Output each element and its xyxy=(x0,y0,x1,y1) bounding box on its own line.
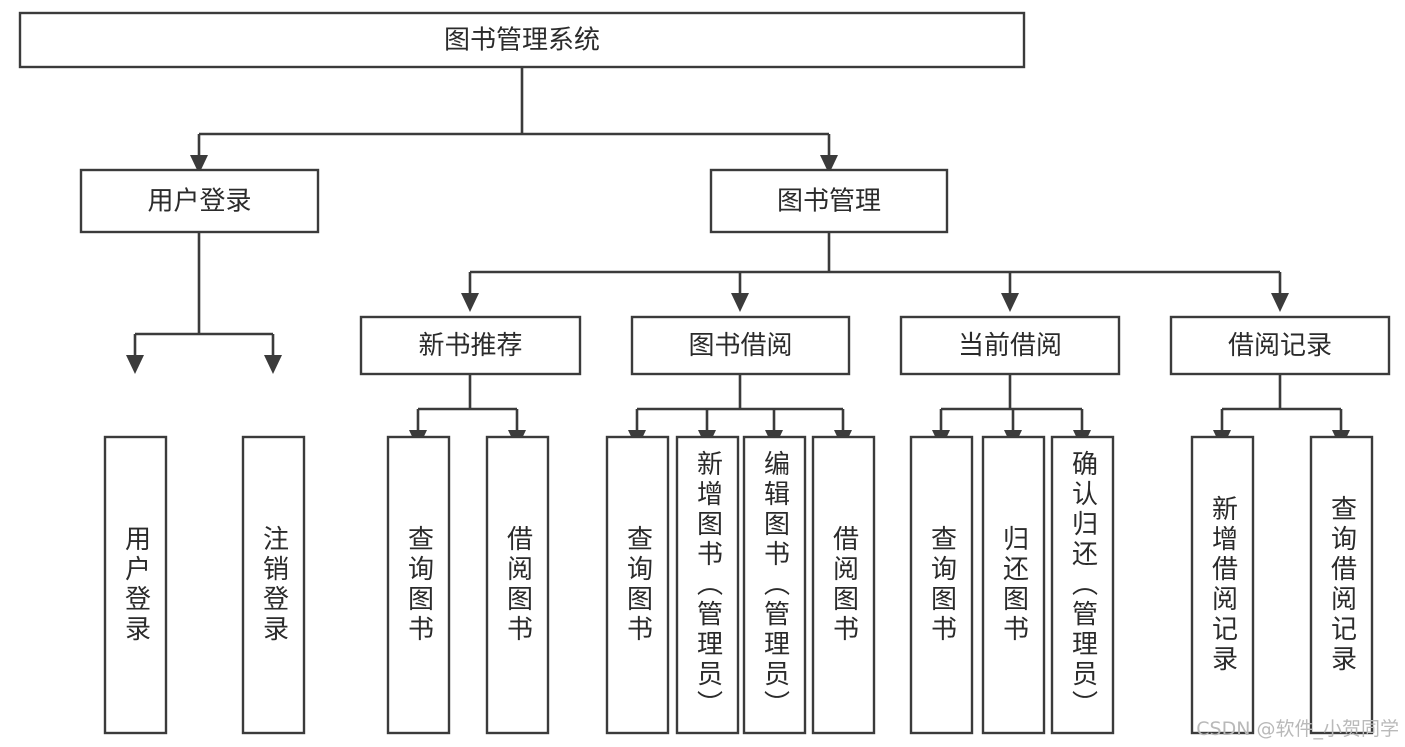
node-label-borrow-record: 借阅记录 xyxy=(1228,331,1332,361)
node-leaf-borrow-book-1[interactable]: 借阅图书 xyxy=(485,435,550,735)
node-label-wrap-leaf-confirm-return-admin: 确认归还（管理员） xyxy=(1067,450,1098,720)
node-box-root[interactable] xyxy=(18,11,1026,69)
node-root[interactable]: 图书管理系统 xyxy=(18,11,1026,69)
connector-layer xyxy=(126,67,1350,449)
node-leaf-borrow-book-2[interactable]: 借阅图书 xyxy=(811,435,876,735)
node-leaf-query-book-2[interactable]: 查询图书 xyxy=(605,435,670,735)
node-label-wrap-leaf-borrow-book-2: 借阅图书 xyxy=(828,525,859,645)
node-leaf-return-book[interactable]: 归还图书 xyxy=(981,435,1046,735)
node-layer: 图书管理系统用户登录图书管理新书推荐图书借阅当前借阅借阅记录用户登录注销登录查询… xyxy=(18,11,1391,735)
node-label-wrap-leaf-query-book-2: 查询图书 xyxy=(622,525,653,645)
node-new-book-recommend[interactable]: 新书推荐 xyxy=(359,315,582,376)
node-box-leaf-user-login[interactable] xyxy=(103,435,168,735)
node-leaf-query-book-1[interactable]: 查询图书 xyxy=(386,435,451,735)
node-label-current-borrow: 当前借阅 xyxy=(958,331,1062,361)
node-label-wrap-leaf-query-book-3: 查询图书 xyxy=(926,525,957,645)
node-leaf-user-login[interactable]: 用户登录 xyxy=(103,435,168,735)
node-label-leaf-return-book: 归还图书 xyxy=(998,525,1029,645)
node-label-wrap-leaf-user-login: 用户登录 xyxy=(120,525,151,645)
node-label-wrap-leaf-user-logout: 注销登录 xyxy=(258,525,289,645)
node-label-wrap-leaf-add-book-admin: 新增图书（管理员） xyxy=(692,450,723,720)
node-box-leaf-query-book-2[interactable] xyxy=(605,435,670,735)
node-box-new-book-recommend[interactable] xyxy=(359,315,582,376)
node-user-login[interactable]: 用户登录 xyxy=(79,168,320,234)
node-box-leaf-edit-book-admin[interactable] xyxy=(742,435,807,735)
node-leaf-confirm-return-admin[interactable]: 确认归还（管理员） xyxy=(1050,435,1115,735)
node-box-leaf-return-book[interactable] xyxy=(981,435,1046,735)
node-box-leaf-query-borrow-record[interactable] xyxy=(1309,435,1374,735)
node-leaf-query-borrow-record[interactable]: 查询借阅记录 xyxy=(1309,435,1374,735)
node-label-wrap-leaf-query-book-1: 查询图书 xyxy=(403,525,434,645)
node-leaf-add-borrow-record[interactable]: 新增借阅记录 xyxy=(1190,435,1255,735)
node-leaf-edit-book-admin[interactable]: 编辑图书（管理员） xyxy=(742,435,807,735)
node-label-root: 图书管理系统 xyxy=(444,26,600,56)
node-label-leaf-query-book-2: 查询图书 xyxy=(622,525,653,645)
node-current-borrow[interactable]: 当前借阅 xyxy=(899,315,1121,376)
node-label-wrap-leaf-edit-book-admin: 编辑图书（管理员） xyxy=(759,450,790,720)
node-label-book-borrow: 图书借阅 xyxy=(688,331,792,361)
node-label-wrap-leaf-add-borrow-record: 新增借阅记录 xyxy=(1207,495,1238,675)
node-label-leaf-query-borrow-record: 查询借阅记录 xyxy=(1326,495,1357,675)
connector-user-login-to-leaves xyxy=(126,232,282,374)
node-box-current-borrow[interactable] xyxy=(899,315,1121,376)
node-box-leaf-query-book-3[interactable] xyxy=(909,435,974,735)
node-label-leaf-query-book-1: 查询图书 xyxy=(403,525,434,645)
connector-book-manage-to-level3 xyxy=(461,232,1289,312)
node-label-leaf-edit-book-admin: 编辑图书（管理员） xyxy=(759,450,790,720)
node-box-borrow-record[interactable] xyxy=(1169,315,1391,376)
node-box-leaf-borrow-book-2[interactable] xyxy=(811,435,876,735)
node-label-leaf-user-logout: 注销登录 xyxy=(258,525,289,645)
node-label-book-manage: 图书管理 xyxy=(777,187,881,217)
node-label-leaf-add-book-admin: 新增图书（管理员） xyxy=(692,450,723,720)
node-label-wrap-leaf-borrow-book-1: 借阅图书 xyxy=(502,525,533,645)
node-label-leaf-add-borrow-record: 新增借阅记录 xyxy=(1207,495,1238,675)
node-box-book-manage[interactable] xyxy=(709,168,949,234)
node-leaf-add-book-admin[interactable]: 新增图书（管理员） xyxy=(675,435,740,735)
node-label-new-book-recommend: 新书推荐 xyxy=(418,331,522,361)
node-label-user-login: 用户登录 xyxy=(147,187,251,217)
node-box-leaf-user-logout[interactable] xyxy=(241,435,306,735)
node-box-leaf-confirm-return-admin[interactable] xyxy=(1050,435,1115,735)
node-label-leaf-borrow-book-2: 借阅图书 xyxy=(828,525,859,645)
node-box-leaf-borrow-book-1[interactable] xyxy=(485,435,550,735)
node-label-leaf-query-book-3: 查询图书 xyxy=(926,525,957,645)
node-leaf-user-logout[interactable]: 注销登录 xyxy=(241,435,306,735)
node-label-wrap-leaf-return-book: 归还图书 xyxy=(998,525,1029,645)
node-label-leaf-confirm-return-admin: 确认归还（管理员） xyxy=(1067,450,1098,720)
node-label-leaf-user-login: 用户登录 xyxy=(120,525,151,645)
node-book-manage[interactable]: 图书管理 xyxy=(709,168,949,234)
node-borrow-record[interactable]: 借阅记录 xyxy=(1169,315,1391,376)
node-label-wrap-leaf-query-borrow-record: 查询借阅记录 xyxy=(1326,495,1357,675)
node-book-borrow[interactable]: 图书借阅 xyxy=(630,315,851,376)
node-box-leaf-query-book-1[interactable] xyxy=(386,435,451,735)
node-box-book-borrow[interactable] xyxy=(630,315,851,376)
node-box-leaf-add-borrow-record[interactable] xyxy=(1190,435,1255,735)
connector-root-to-level2 xyxy=(190,67,838,174)
node-box-user-login[interactable] xyxy=(79,168,320,234)
node-box-leaf-add-book-admin[interactable] xyxy=(675,435,740,735)
node-leaf-query-book-3[interactable]: 查询图书 xyxy=(909,435,974,735)
node-label-leaf-borrow-book-1: 借阅图书 xyxy=(502,525,533,645)
